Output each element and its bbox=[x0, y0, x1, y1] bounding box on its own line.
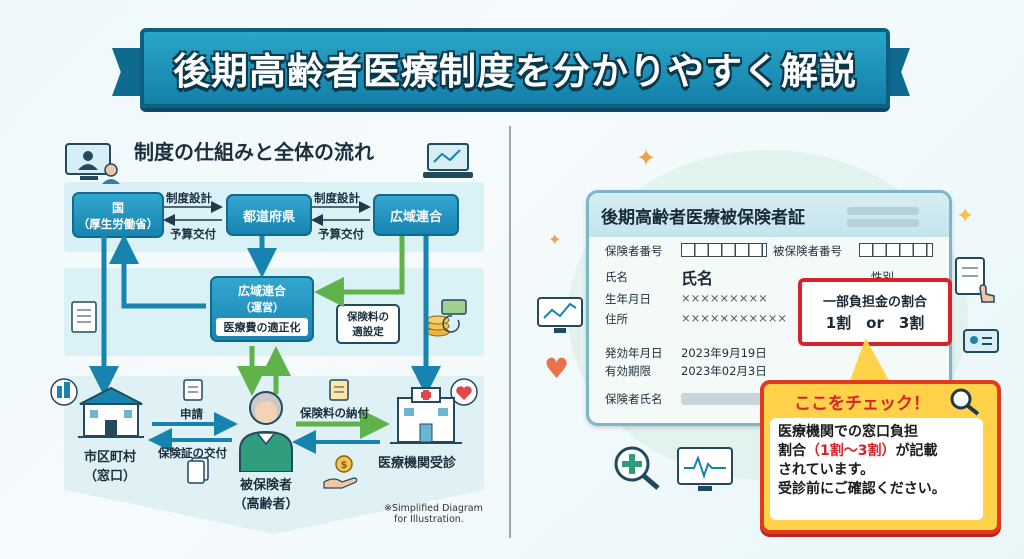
node-todofuken: 都道府県 bbox=[226, 194, 312, 236]
node-hihokensha-line2: （高齢者） bbox=[233, 497, 299, 512]
laptop-icon bbox=[423, 143, 473, 178]
payment-doc-icon bbox=[329, 379, 349, 401]
hakko-value: 2023年9月19日 bbox=[681, 346, 767, 360]
node-shikuchoson-line1: 市区町村 bbox=[83, 450, 136, 465]
node-shikuchoson: 市区町村 （窓口） bbox=[78, 446, 142, 484]
hokenryo-setting-box: 保険料の 適設定 bbox=[336, 304, 400, 344]
sparkle-icon: ✦ bbox=[956, 204, 975, 229]
sparkle-icon: ✦ bbox=[548, 230, 562, 249]
node-koiki-top: 広域連合 bbox=[373, 194, 459, 236]
flow-arrows bbox=[89, 201, 441, 454]
hokensha-bango-boxes bbox=[681, 243, 767, 257]
card-title: 後期高齢者医療被保険者証 bbox=[601, 208, 805, 228]
hihokensha-bango-boxes bbox=[859, 243, 933, 257]
card-header bbox=[589, 193, 949, 237]
shimei-label: 氏名 bbox=[605, 270, 628, 284]
label-hokensho: 保険証の交付 bbox=[158, 446, 227, 460]
yuko-value: 2023年02月3日 bbox=[681, 364, 767, 378]
callout-line2c: が記載 bbox=[895, 443, 938, 459]
chart-monitor-icon bbox=[537, 297, 583, 333]
node-koiki-main-line1: 広域連合 bbox=[237, 284, 286, 298]
section-divider bbox=[509, 126, 511, 538]
seinengappi-value: ××××××××× bbox=[681, 291, 768, 305]
footnote-line1: ※Simplified Diagram bbox=[384, 503, 483, 514]
label-seido-1: 制度設計 bbox=[166, 191, 212, 205]
city-hall-icon bbox=[50, 378, 144, 438]
hihokensha-bango-label: 被保険者番号 bbox=[773, 244, 842, 258]
application-doc-icon bbox=[183, 379, 203, 401]
svg-text:$: $ bbox=[341, 460, 348, 471]
node-kuni-line1: 国 bbox=[111, 200, 124, 215]
node-hihokensha: 被保険者 （高齢者） bbox=[230, 474, 302, 512]
magnifier-plus-icon bbox=[614, 446, 660, 490]
clipboard-hand-icon bbox=[955, 257, 995, 303]
label-noufu: 保険料の納付 bbox=[300, 406, 369, 420]
hospital-icon bbox=[390, 378, 478, 444]
node-todofuken-label: 都道府県 bbox=[242, 209, 295, 225]
yuko-label: 有効期限 bbox=[605, 364, 651, 378]
hokenryo-line2: 適設定 bbox=[352, 326, 384, 338]
pulse-monitor-icon bbox=[677, 447, 733, 491]
label-shinsei: 申請 bbox=[180, 407, 203, 421]
hokensha-bango-label: 保険者番号 bbox=[605, 244, 663, 258]
node-hihokensha-line1: 被保険者 bbox=[239, 478, 292, 493]
callout-line2a: 割合 bbox=[778, 443, 806, 459]
insurance-card-doc-icon bbox=[187, 457, 209, 484]
label-yosan-1: 予算交付 bbox=[170, 227, 216, 241]
card-header-bar bbox=[847, 207, 919, 215]
id-chat-icon bbox=[963, 329, 999, 353]
page-title: 後期高齢者医療制度を分かりやすく解説 bbox=[173, 50, 857, 93]
callout-line2: 割合（1割～3割）が記載 bbox=[778, 442, 937, 461]
diagram-heading: 制度の仕組みと全体の流れ bbox=[134, 140, 374, 164]
futan-value: 1割 or 3割 bbox=[825, 314, 925, 332]
futan-highlight-box: 一部負担金の割合 1割 or 3割 bbox=[798, 278, 952, 346]
label-seido-2: 制度設計 bbox=[314, 191, 360, 205]
check-callout: ここをチェック！ 医療機関での窓口負担 割合（1割～3割）が記載 されています。… bbox=[760, 380, 1001, 534]
hokenryo-line1: 保険料の bbox=[347, 311, 389, 323]
callout-line3: されています。 bbox=[778, 462, 875, 478]
title-banner: 後期高齢者医療制度を分かりやすく解説 bbox=[140, 28, 890, 108]
footnote: ※Simplified Diagram for Illustration. bbox=[384, 503, 483, 526]
hakko-label: 発効年月日 bbox=[605, 346, 663, 360]
coin-hand-icon: $ bbox=[323, 455, 358, 489]
label-yosan-2: 予算交付 bbox=[318, 227, 364, 241]
callout-line2b: （1割～3割） bbox=[806, 443, 896, 459]
node-iryokikan: 医療機関受診 bbox=[378, 456, 457, 471]
iryohi-label-box: 医療費の適正化 bbox=[216, 318, 308, 336]
jusho-value: ××××××××××× bbox=[681, 311, 787, 325]
shimei-value: 氏名 bbox=[681, 269, 714, 288]
callout-line1: 医療機関での窓口負担 bbox=[778, 424, 918, 440]
futan-label: 一部負担金の割合 bbox=[822, 295, 927, 310]
callout-body: 医療機関での窓口負担 割合（1割～3割）が記載 されています。 受診前にご確認く… bbox=[770, 418, 983, 520]
iryohi-label: 医療費の適正化 bbox=[223, 321, 301, 334]
node-kuni-line2: （厚生労働省） bbox=[77, 216, 159, 231]
callout-title: ここをチェック！ bbox=[794, 394, 930, 414]
node-kuni: 国 （厚生労働省） bbox=[72, 192, 164, 238]
callout-line4: 受診前にご確認ください。 bbox=[778, 481, 946, 497]
node-koiki-top-label: 広域連合 bbox=[389, 209, 442, 225]
seinengappi-label: 生年月日 bbox=[605, 292, 651, 306]
jusho-label: 住所 bbox=[605, 312, 628, 326]
heart-icon: ♥ bbox=[544, 352, 570, 385]
sparkle-icon: ✦ bbox=[636, 144, 657, 172]
monitor-person-icon bbox=[65, 143, 120, 184]
card-header-bar bbox=[847, 219, 919, 227]
search-icon bbox=[950, 388, 980, 416]
hokensha-shimei-label: 保険者氏名 bbox=[605, 392, 663, 406]
footnote-line2: for Illustration. bbox=[394, 513, 464, 525]
document-icon bbox=[71, 301, 97, 333]
node-koiki-main-line2: （運営） bbox=[240, 301, 284, 314]
money-stack-icon bbox=[426, 299, 467, 337]
node-shikuchoson-line2: （窓口） bbox=[83, 469, 136, 484]
elderly-person-icon bbox=[239, 391, 293, 472]
